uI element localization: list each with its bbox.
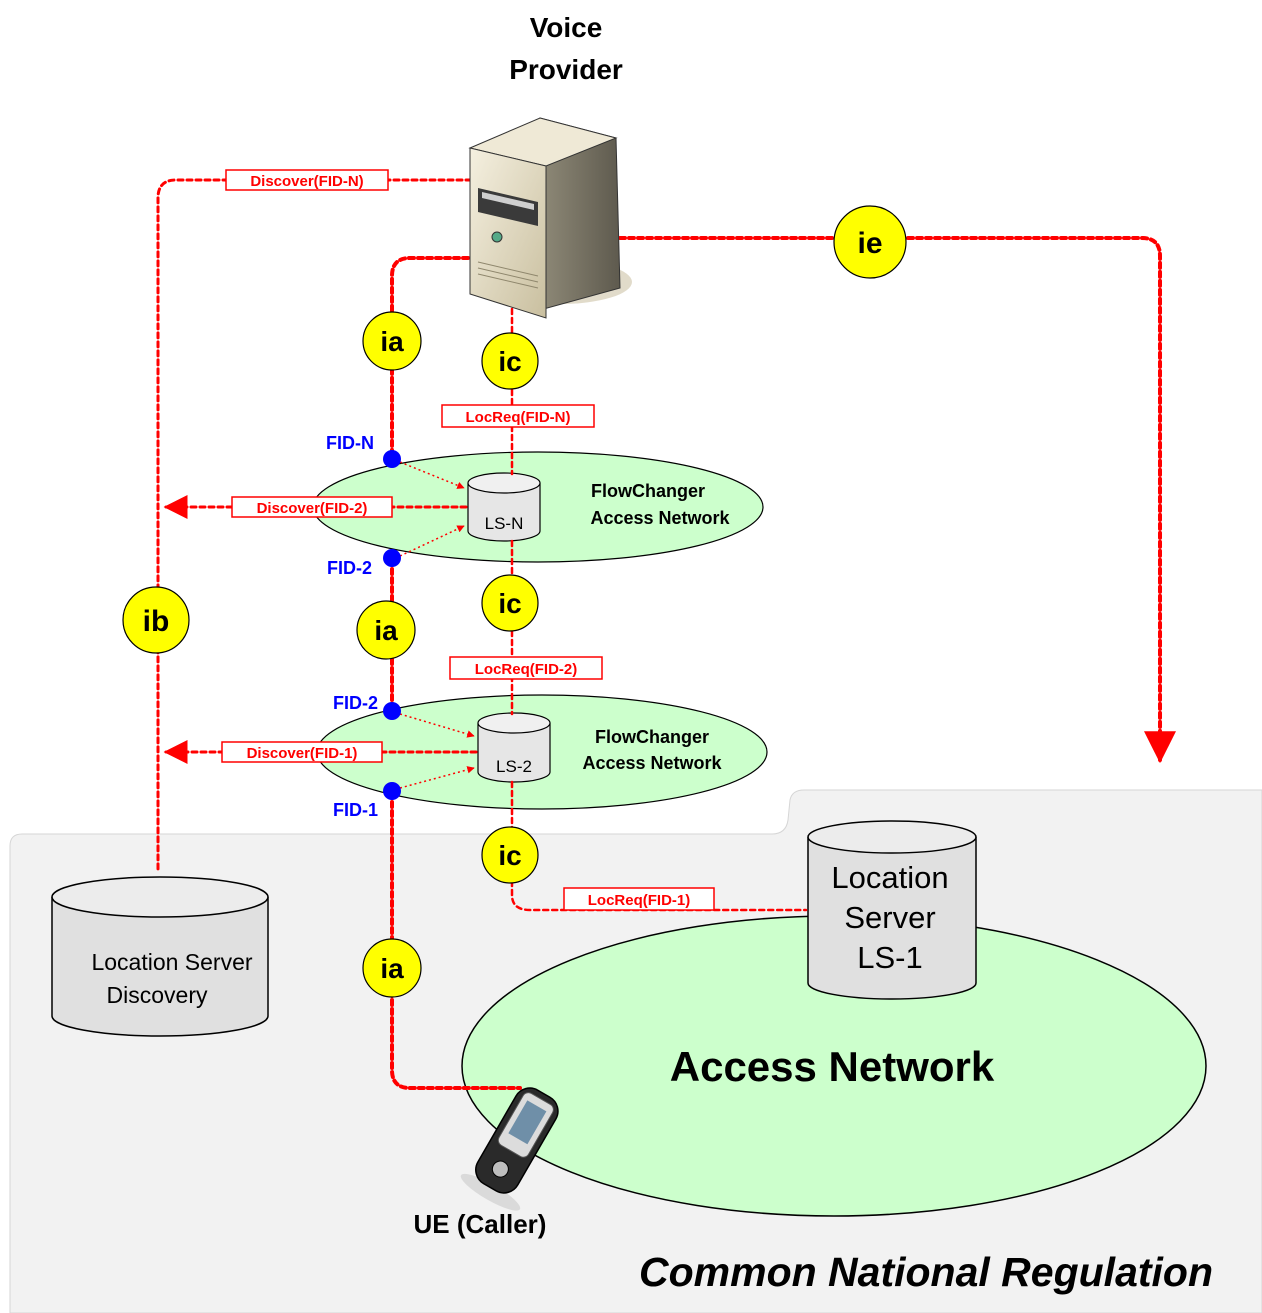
ia-mid-circle: [356, 600, 416, 660]
discover-fid-n-label: Discover(FID-N): [250, 173, 363, 190]
ib-circle: [122, 586, 190, 654]
ia-bottom-circle: [362, 938, 422, 998]
ic-bottom-circle: [481, 826, 539, 884]
flowchanger-bottom-line-2: Access Network: [582, 753, 722, 773]
discover-fid-2-label: Discover(FID-2): [257, 500, 368, 517]
locreq-fid-n-label: LocReq(FID-N): [466, 409, 571, 426]
ls1-line-1: Location: [831, 860, 948, 895]
ia-top-label: ia: [380, 326, 404, 357]
discover-fid-1-box: [221, 741, 383, 763]
access-network-label: Access Network: [670, 1043, 995, 1090]
ls1-line-3: LS-1: [857, 940, 922, 975]
ia-bottom-label: ia: [380, 953, 404, 984]
fid-2-bottom-label: FID-2: [333, 693, 378, 713]
locreq-fid-n-box: [441, 404, 595, 428]
lsd-line-2: Discovery: [107, 982, 208, 1008]
ib-label: ib: [143, 605, 170, 638]
flowchanger-top-line-2: Access Network: [590, 508, 730, 528]
locreq-fid-1-box: [563, 887, 715, 911]
ls-2-label: LS-2: [496, 757, 532, 776]
ls-n-db: [467, 472, 541, 542]
ic-top-circle: [481, 332, 539, 390]
fid-n-dot: [383, 450, 401, 468]
ia-mid-label: ia: [374, 615, 398, 646]
ic-bottom-path: [510, 780, 808, 912]
fid-2-bottom-dot: [383, 702, 401, 720]
ib-discovery-path: [156, 178, 482, 872]
fid-2-to-lsn-arrow: [399, 525, 465, 557]
discover-fid-n-box: [225, 169, 389, 191]
ue-phone-icon: [460, 1087, 559, 1211]
region-label: Common National Regulation: [639, 1249, 1213, 1295]
lsd-line-1: Location Server: [91, 949, 252, 975]
ic-bottom-label: ic: [498, 840, 521, 871]
discover-fid-1-label: Discover(FID-1): [247, 745, 358, 762]
ie-circle: [833, 205, 907, 279]
title-line-1: Voice: [530, 12, 603, 43]
locreq-fid-1-label: LocReq(FID-1): [588, 892, 691, 909]
ia-bottom-path: [390, 791, 522, 1090]
fid-2-top-dot: [383, 549, 401, 567]
flowchanger-bottom-line-1: FlowChanger: [595, 727, 709, 747]
location-server-ls1: [807, 820, 977, 1000]
ia-top-path: [390, 256, 470, 457]
discover-fid-2-box: [231, 496, 393, 518]
ic-mid-circle: [481, 574, 539, 632]
ie-label: ie: [857, 227, 882, 260]
title-line-2: Provider: [509, 54, 623, 85]
ia-top-circle: [362, 311, 422, 371]
fid-n-to-lsn-arrow: [399, 461, 465, 489]
ls-n-label: LS-N: [485, 514, 524, 533]
locreq-fid-2-label: LocReq(FID-2): [475, 661, 578, 678]
ic-mid-label: ic: [498, 588, 521, 619]
fid-n-label: FID-N: [326, 433, 374, 453]
ue-caller-label: UE (Caller): [414, 1209, 547, 1239]
voice-provider-server-icon: [468, 117, 632, 319]
ls-2-db: [477, 712, 551, 783]
fid-2-top-label: FID-2: [327, 558, 372, 578]
fid-1-label: FID-1: [333, 800, 378, 820]
fid-1-dot: [383, 782, 401, 800]
locreq-fid-2-box: [449, 656, 603, 680]
ls1-line-2: Server: [844, 900, 935, 935]
ic-top-label: ic: [498, 346, 521, 377]
location-server-discovery-db: [51, 876, 269, 1037]
flowchanger-top-line-1: FlowChanger: [591, 481, 705, 501]
ie-path: [618, 236, 1176, 764]
